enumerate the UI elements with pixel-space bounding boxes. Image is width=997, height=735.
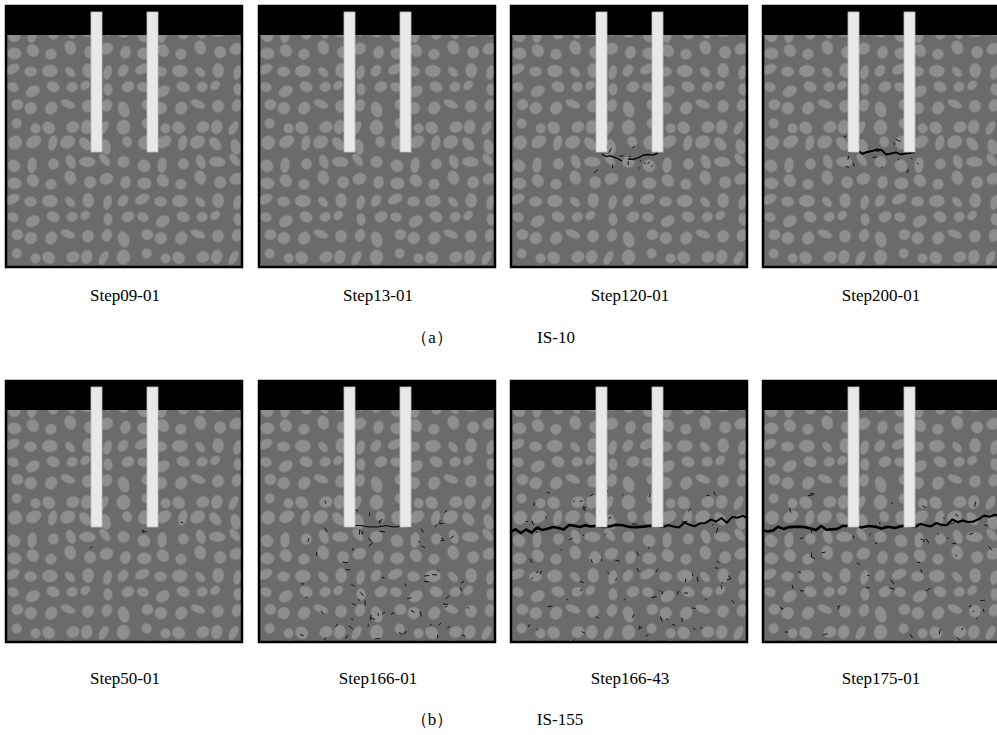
anchor-bar xyxy=(400,387,411,527)
step-label: Step09-01 xyxy=(90,286,160,306)
case-label: IS-155 xyxy=(537,710,583,730)
step-label: Step120-01 xyxy=(591,286,669,306)
step-label: Step200-01 xyxy=(842,286,920,306)
anchor-bar xyxy=(147,387,158,527)
subfigure-label: （b） xyxy=(411,710,454,730)
step-label: Step166-01 xyxy=(339,669,417,689)
anchor-bar xyxy=(596,12,607,152)
specimen-panel xyxy=(5,380,243,643)
specimen-panel xyxy=(510,5,748,268)
specimen-panel xyxy=(762,380,997,643)
step-label: Step166-43 xyxy=(591,669,669,689)
anchor-bar xyxy=(848,387,859,527)
step-label: Step13-01 xyxy=(343,286,413,306)
subfigure-label: （a） xyxy=(411,328,453,348)
anchor-bar xyxy=(344,12,355,152)
specimen-panel xyxy=(258,5,496,268)
anchor-bar xyxy=(400,12,411,152)
specimen-panel xyxy=(5,5,243,268)
anchor-bar xyxy=(904,12,915,152)
anchor-bar xyxy=(344,387,355,527)
anchor-bar xyxy=(91,387,102,527)
anchor-bar xyxy=(147,12,158,152)
specimen-panel xyxy=(510,380,748,643)
step-label: Step175-01 xyxy=(842,669,920,689)
case-label: IS-10 xyxy=(537,328,575,348)
specimen-panel xyxy=(258,380,496,643)
anchor-bar xyxy=(848,12,859,152)
anchor-bar xyxy=(904,387,915,527)
step-label: Step50-01 xyxy=(90,669,160,689)
anchor-bar xyxy=(596,387,607,527)
anchor-bar xyxy=(652,387,663,527)
anchor-bar xyxy=(91,12,102,152)
specimen-panel xyxy=(762,5,997,268)
anchor-bar xyxy=(652,12,663,152)
